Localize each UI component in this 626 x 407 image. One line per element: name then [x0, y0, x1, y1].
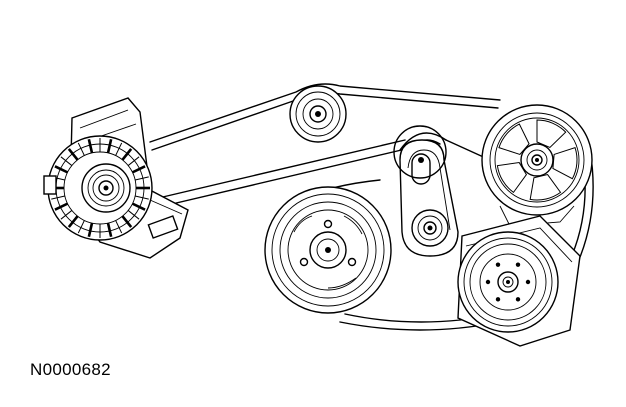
generator-fin — [67, 215, 79, 228]
generator-icon — [43, 97, 189, 259]
ac-clutch-rivet — [495, 262, 501, 267]
idler-pulley-icon — [289, 85, 347, 143]
ac-compressor-icon — [457, 215, 581, 347]
generator-fin — [115, 142, 123, 156]
generator-fin — [121, 148, 133, 161]
generator-fin — [121, 215, 133, 228]
generator-fin — [131, 165, 146, 174]
generator-fin — [115, 220, 123, 234]
generator-fin — [77, 220, 85, 234]
ac-clutch-rivet — [515, 262, 521, 267]
generator-fin — [134, 176, 149, 181]
generator-fin — [106, 138, 113, 154]
generator-fin — [51, 195, 66, 200]
generator-fin — [60, 156, 73, 166]
figure-identifier: N0000682 — [30, 360, 111, 379]
generator-fin — [60, 210, 73, 220]
generator-fin — [131, 202, 146, 211]
pump-pulley-window — [536, 119, 567, 149]
pump-pulley-icon — [481, 104, 593, 227]
generator-fin — [87, 138, 94, 154]
generator-fin — [134, 195, 149, 200]
generator-fin — [127, 210, 140, 220]
ac-clutch-rivet — [525, 279, 531, 285]
pump-pulley-window — [529, 173, 562, 201]
ac-clutch-rivet — [515, 297, 521, 302]
ac-clutch-rivet — [485, 279, 491, 285]
generator-fin — [54, 165, 69, 174]
generator-fin — [87, 222, 94, 238]
generator-fin — [106, 222, 113, 238]
pump-pulley-window — [552, 147, 578, 180]
generator-fin — [77, 142, 85, 156]
generator-fin — [67, 148, 79, 161]
tensioner-icon — [393, 125, 459, 257]
ac-clutch-rivet — [495, 297, 501, 302]
pump-pulley-window — [498, 123, 530, 156]
generator-fin — [127, 156, 140, 166]
crankshaft-pulley-icon — [264, 186, 392, 314]
pump-pulley-window — [496, 162, 528, 194]
generator-fin — [54, 202, 69, 211]
